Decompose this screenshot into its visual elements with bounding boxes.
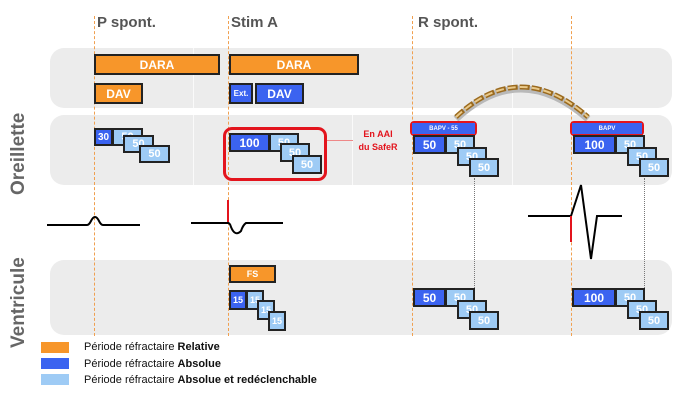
band-divider: [193, 48, 194, 108]
annotation-connector: [327, 140, 353, 141]
band-divider: [352, 115, 353, 185]
event-line-p-spont: [94, 16, 95, 336]
aai-safer-highlight: [223, 127, 327, 181]
atrial-absolute-stim: 100: [229, 133, 270, 152]
legend-swatch-absolute: [41, 358, 69, 369]
ventricle-absolute-r2: 100: [572, 288, 616, 307]
legend-bold: Relative: [177, 341, 220, 353]
ext-bar: Ext.: [229, 83, 253, 104]
fs-bar: FS: [229, 265, 276, 283]
legend-item-retrigger: Période réfractaire Absolue et redéclenc…: [84, 374, 317, 386]
side-label-ventricule: Ventricule: [8, 257, 29, 348]
atrial-retrigger-r1-3: 50: [469, 158, 499, 177]
ecg-qrs-complex: [528, 184, 622, 260]
event-line-r-spont: [412, 16, 413, 336]
annotation-line-2: du SafeR: [358, 142, 398, 152]
bapv-bar: BAPV: [572, 123, 642, 134]
bapv-frame: [570, 121, 644, 136]
legend-prefix: Période réfractaire: [84, 374, 178, 386]
legend-item-relative: Période réfractaire Relative: [84, 341, 220, 353]
connector-line: [474, 178, 475, 288]
legend-prefix: Période réfractaire: [84, 341, 178, 353]
bapv-55-bar: BAPV - 55: [412, 123, 475, 134]
atrial-absolute-p: 30: [94, 128, 113, 146]
legend-item-absolute: Période réfractaire Absolue: [84, 358, 221, 370]
ecg-stimulated-p-wave: [191, 200, 283, 235]
atrial-absolute-r2: 100: [573, 135, 616, 154]
ventricle-retrigger-r1-3: 50: [469, 311, 499, 330]
atrial-retrigger-p-3: 50: [139, 145, 170, 163]
event-line-r-spont-2: [571, 16, 572, 336]
dara-bar-1: DARA: [94, 54, 220, 75]
ventricle-refractory-band: [50, 260, 672, 335]
ventricle-retrigger-r2-3: 50: [639, 311, 669, 330]
annotation-line-1: En AAI: [363, 129, 393, 139]
ventricle-retrigger-stim-3: 15: [268, 311, 286, 331]
atrial-retrigger-stim-3: 50: [292, 155, 322, 174]
header-p-spont: P spont.: [97, 14, 156, 31]
bapv-55-frame: [410, 121, 477, 136]
ventricle-absolute-r1: 50: [413, 288, 446, 307]
atrial-absolute-r1: 50: [413, 135, 446, 154]
header-stim-a: Stim A: [231, 14, 278, 31]
dav-bar-2: DAV: [255, 83, 304, 104]
legend-swatch-retrigger: [41, 374, 69, 385]
atrial-retrigger-r2-3: 50: [639, 158, 669, 177]
ventricle-absolute-stim: 15: [229, 290, 247, 310]
dav-bar-1: DAV: [94, 83, 143, 104]
connector-line: [644, 178, 645, 288]
header-r-spont: R spont.: [418, 14, 478, 31]
band-divider: [512, 48, 513, 108]
legend-bold: Absolue et redéclenchable: [177, 374, 317, 386]
legend-swatch-relative: [41, 342, 69, 353]
legend-bold: Absolue: [177, 358, 221, 370]
band-divider: [193, 115, 194, 185]
dara-bar-2: DARA: [229, 54, 359, 75]
chain-link-icon: [453, 84, 591, 122]
side-label-oreillette: Oreillette: [8, 112, 29, 195]
legend-prefix: Période réfractaire: [84, 358, 178, 370]
band-divider: [512, 115, 513, 185]
annotation-aai-safer: En AAI du SafeR: [352, 128, 404, 154]
ecg-p-wave: [47, 216, 140, 226]
